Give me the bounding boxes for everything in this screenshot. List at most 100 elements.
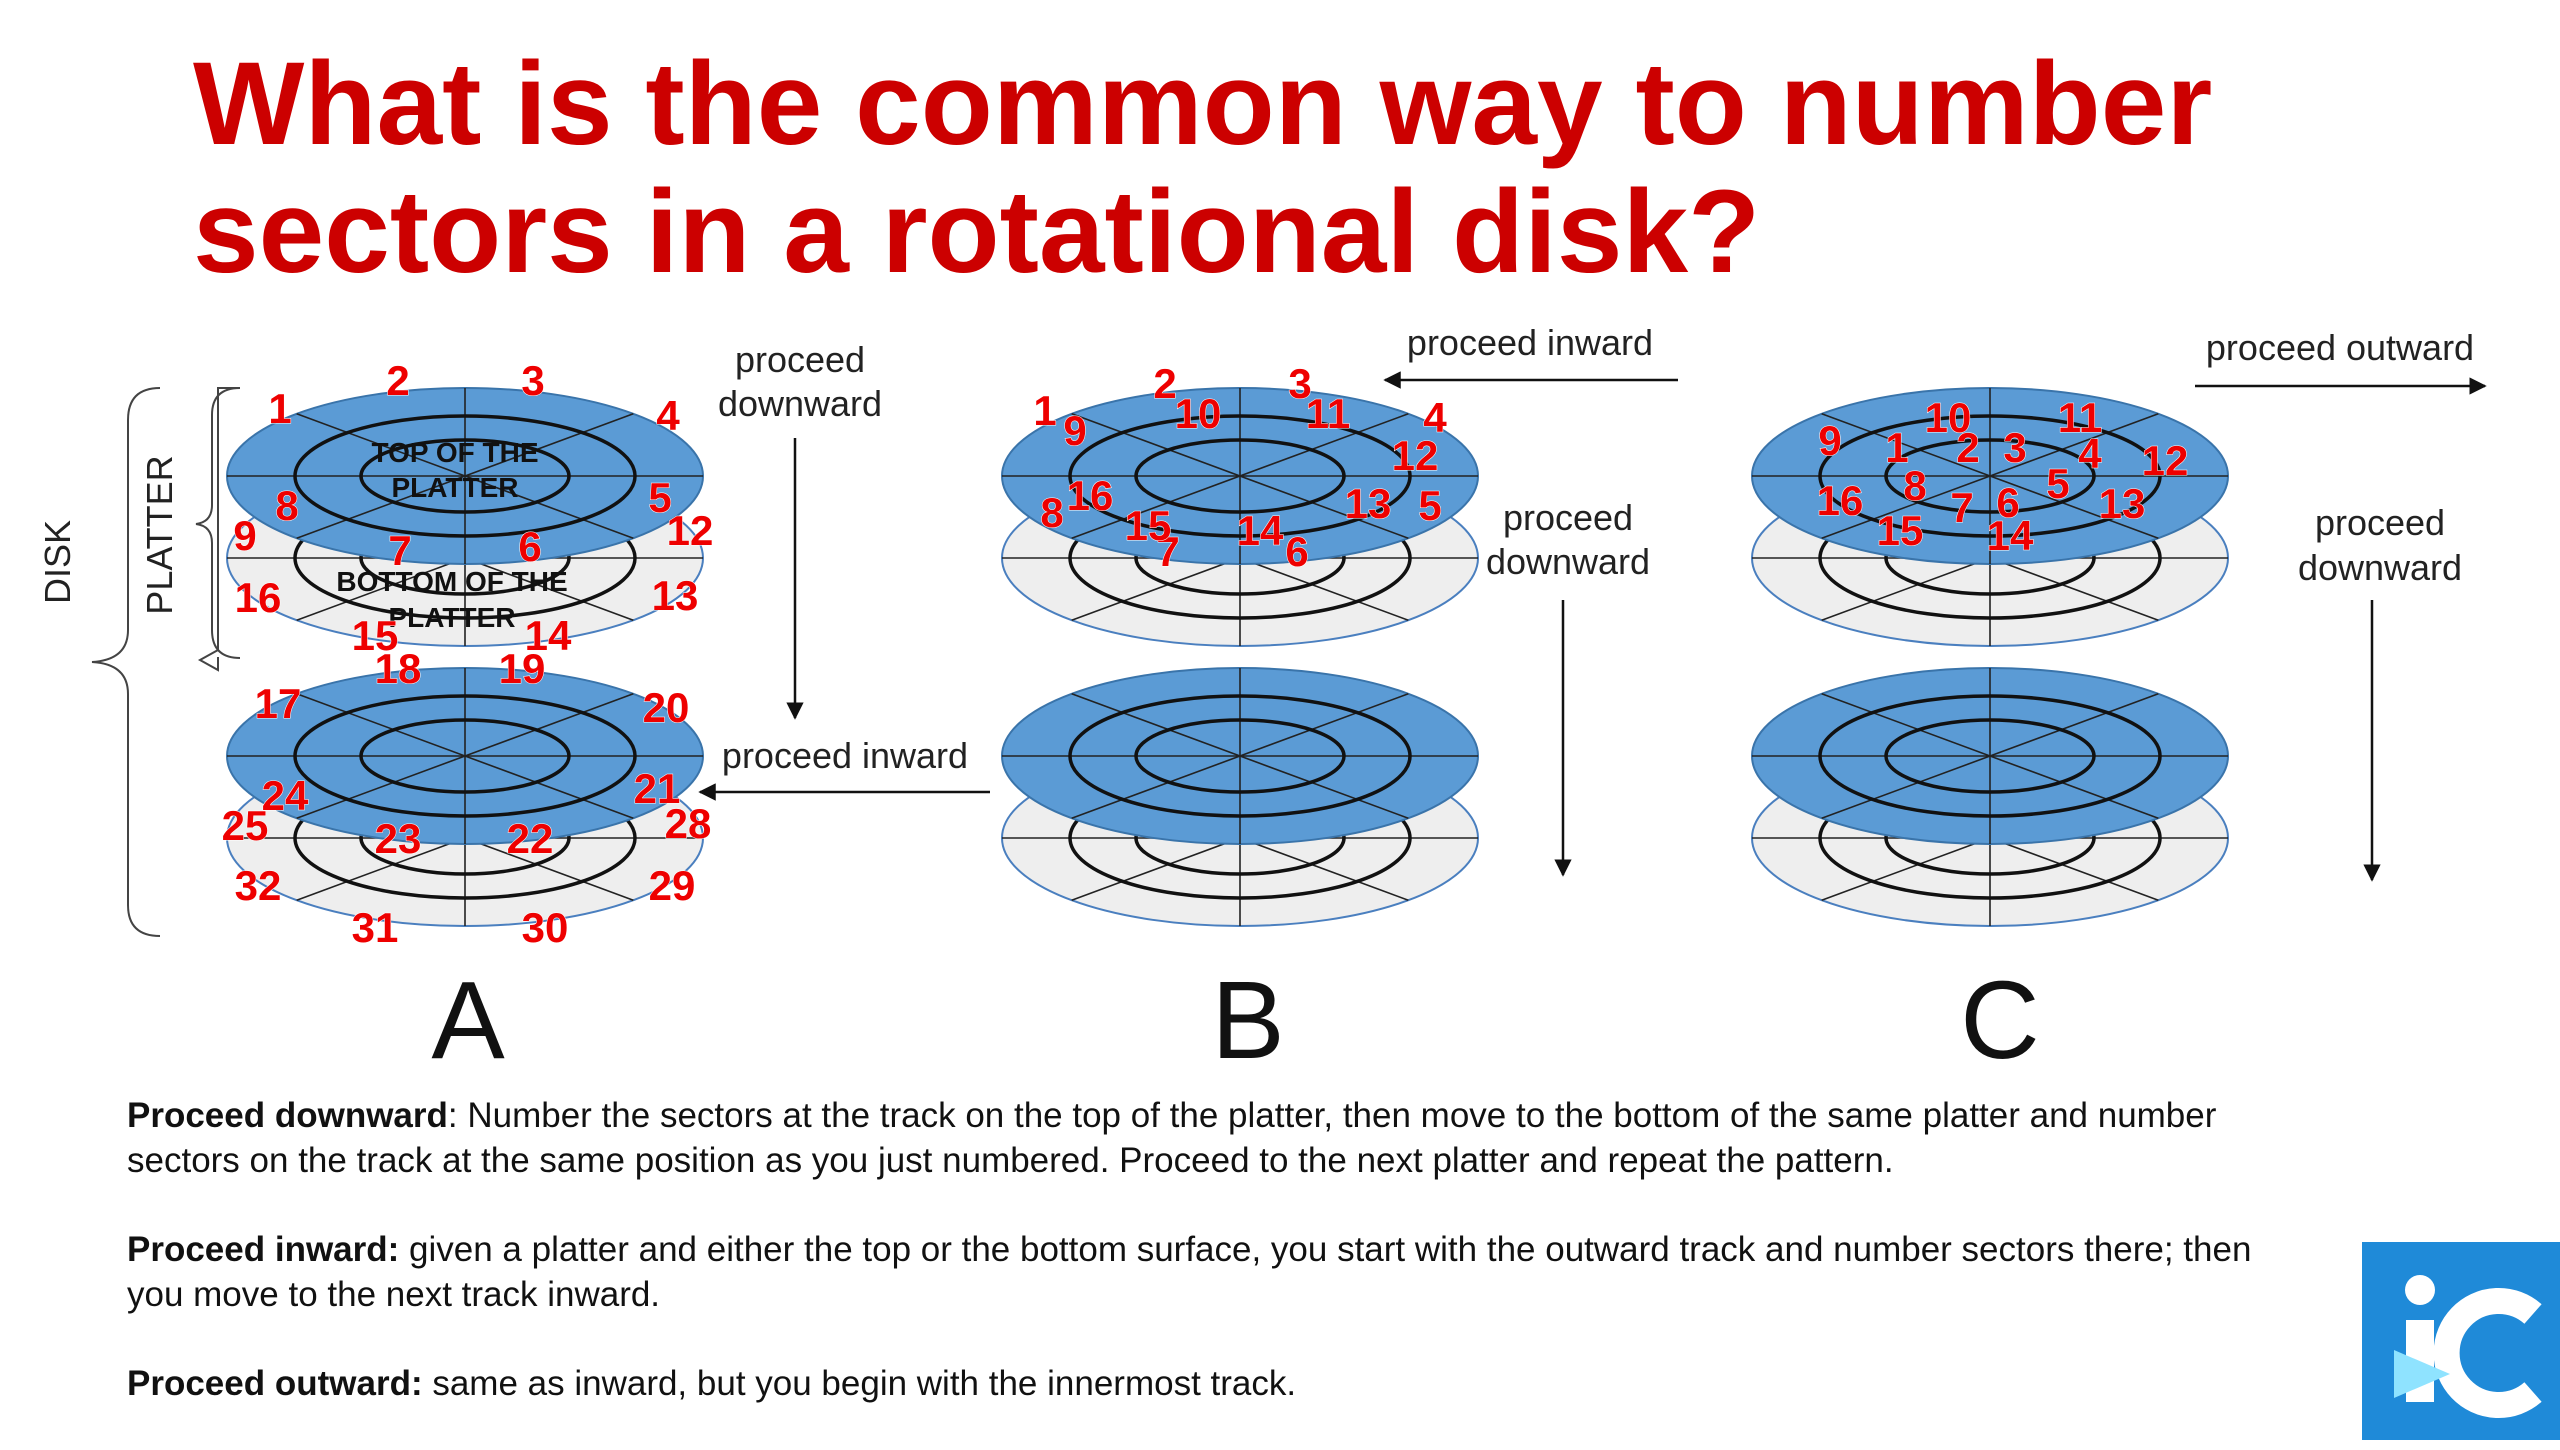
sector-number-c: 1 [1885, 424, 1908, 471]
sector-number-b: 10 [1175, 390, 1222, 437]
sector-number-a: 14 [525, 612, 572, 659]
sector-number-b: 5 [1418, 482, 1441, 529]
sector-number-b: 11 [1306, 390, 1350, 437]
sector-number-c: 13 [2099, 480, 2146, 527]
sector-number-b: 1 [1033, 387, 1056, 434]
term-outward: Proceed outward: [127, 1364, 423, 1403]
sector-number-a: 28 [665, 800, 712, 847]
brackets-layer [91, 387, 241, 937]
label-c-proceed-outward: proceed outward [2206, 327, 2474, 368]
diagram-b-label: B [1211, 959, 1284, 1080]
label-a-downward: downward [718, 383, 882, 424]
diagram-b-platter-2-top [1001, 667, 1479, 845]
sector-number-a: 24 [262, 772, 309, 819]
label-b-downward: downward [1486, 541, 1650, 582]
sector-number-a: 12 [667, 507, 714, 554]
diagram-c-platter-2-top [1751, 667, 2229, 845]
sector-number-a: 20 [643, 684, 690, 731]
outer-track [293, 694, 637, 818]
disk-brace [91, 387, 161, 937]
sector-number-c: 14 [1987, 512, 2034, 559]
sector-number-b: 2 [1153, 360, 1176, 407]
sector-number-b: 12 [1392, 432, 1439, 479]
platter-label: PLATTER [139, 455, 180, 614]
sector-number-a: 13 [652, 572, 699, 619]
bottom-surface-label-2: PLATTER [388, 602, 515, 633]
sector-number-b: 4 [1423, 394, 1447, 441]
sector-number-a: 1 [268, 385, 291, 432]
label-b-proceed-inward: proceed inward [1407, 322, 1653, 363]
inner-track [1884, 438, 2096, 514]
sector-number-a: 7 [388, 527, 411, 574]
sector-number-a: 9 [233, 512, 256, 559]
term-downward: Proceed downward [127, 1096, 448, 1135]
sector-number-c: 8 [1903, 462, 1926, 509]
sector-number-c: 5 [2046, 460, 2069, 507]
sector-number-b: 7 [1156, 528, 1179, 575]
sector-number-c: 3 [2003, 424, 2026, 471]
title-line-2: sectors in a rotational disk? [193, 166, 1761, 298]
sector-number-b: 9 [1063, 407, 1086, 454]
explanation-outward: Proceed outward: same as inward, but you… [127, 1361, 2277, 1406]
desc-outward: same as inward, but you begin with the i… [422, 1364, 1297, 1403]
sector-number-c: 9 [1818, 417, 1841, 464]
outer-track [1818, 414, 2162, 538]
diagram-a-platter-1-top [226, 387, 704, 565]
sector-number-a: 25 [222, 802, 269, 849]
sector-divider [296, 693, 634, 819]
diagram-b-platter-1-top [1001, 387, 1479, 565]
disk-label: DISK [37, 520, 78, 604]
diagram-a-platter-2-top [226, 667, 704, 845]
sector-number-a: 21 [634, 765, 681, 812]
explanation-inward: Proceed inward: given a platter and eith… [127, 1227, 2277, 1317]
sector-number-b: 3 [1288, 360, 1311, 407]
slide-title: What is the common way to number sectors… [193, 40, 2443, 296]
top-surface-label-2: PLATTER [391, 472, 518, 503]
sector-number-b: 13 [1345, 480, 1392, 527]
bottom-surface-label-1: BOTTOM OF THE [336, 566, 567, 597]
sector-number-b: 8 [1040, 489, 1063, 536]
label-c-proceed: proceed [2315, 502, 2445, 543]
sector-number-c: 7 [1950, 484, 1973, 531]
sector-number-c: 12 [2142, 437, 2189, 484]
sector-divider [1071, 413, 1409, 539]
arrows-layer [698, 371, 2487, 882]
desc-downward: : Number the sectors at the track on the… [127, 1096, 2217, 1180]
diagram-c-platter-1-top [1751, 387, 2229, 565]
diagram-c-label: C [1960, 959, 2039, 1080]
sector-number-a: 17 [255, 680, 302, 727]
sector-number-b: 6 [1285, 528, 1308, 575]
sector-number-a: 19 [499, 645, 546, 692]
sector-number-a: 5 [648, 474, 671, 521]
top-surface-label-1: TOP OF THE [372, 437, 539, 468]
sector-number-a: 32 [235, 862, 282, 909]
sector-divider [1821, 413, 2159, 539]
sector-number-a: 3 [521, 357, 544, 404]
sector-number-c: 2 [1956, 424, 1979, 471]
desc-inward: given a platter and either the top or th… [127, 1230, 2252, 1314]
label-a-proceed: proceed [735, 339, 865, 380]
inner-track [1134, 438, 1346, 514]
sector-number-a: 6 [518, 523, 541, 570]
outer-track [1068, 414, 1412, 538]
label-b-proceed: proceed [1503, 497, 1633, 538]
inner-track [359, 438, 571, 514]
outer-track [293, 414, 637, 538]
sector-number-c: 11 [2058, 394, 2102, 441]
label-c-downward: downward [2298, 547, 2462, 588]
sector-number-c: 10 [1925, 394, 1972, 441]
inner-track [1134, 718, 1346, 794]
sector-number-c: 15 [1877, 507, 1924, 554]
sector-number-a: 22 [507, 815, 554, 862]
outer-track [1818, 694, 2162, 818]
sector-divider [1071, 693, 1409, 819]
outer-track [1068, 694, 1412, 818]
term-inward: Proceed inward: [127, 1230, 400, 1269]
platter-bracket [197, 387, 240, 672]
platter-brace [195, 387, 241, 659]
sector-number-b: 16 [1067, 472, 1114, 519]
label-a-proceed-inward: proceed inward [722, 735, 968, 776]
sector-number-a: 30 [522, 904, 569, 951]
